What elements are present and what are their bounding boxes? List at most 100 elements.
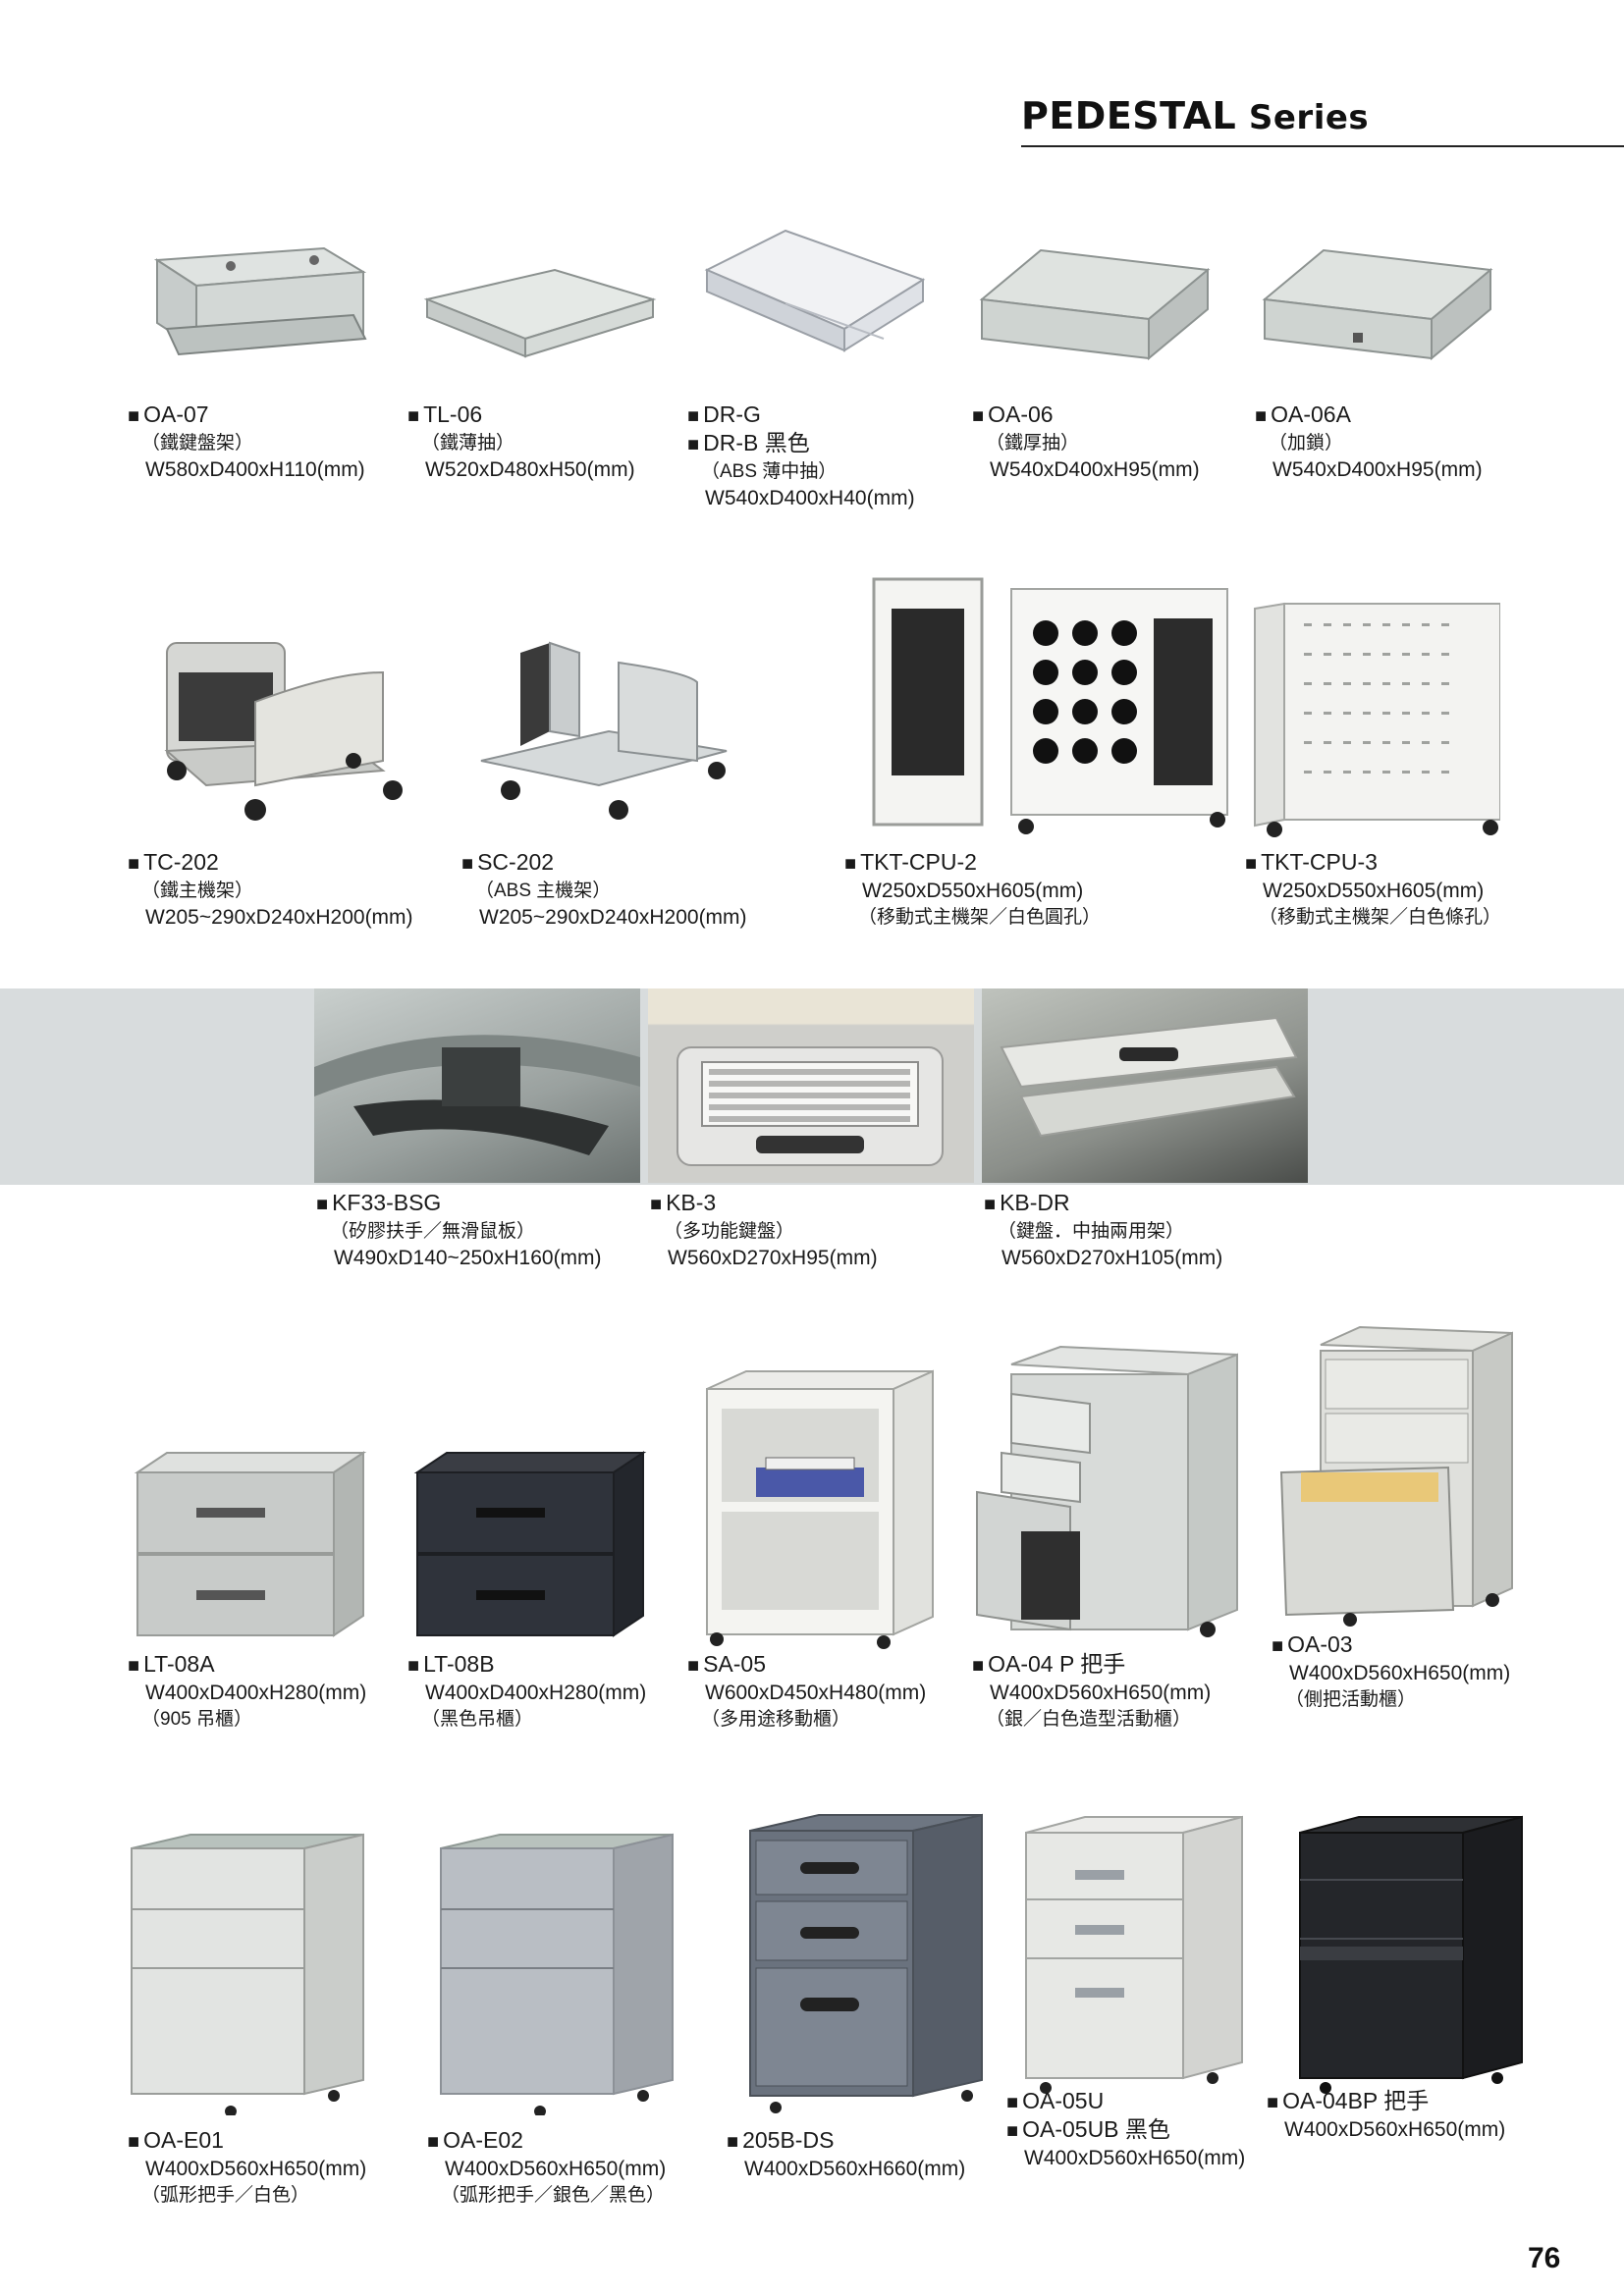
title-sub: Series — [1248, 98, 1370, 137]
product-label: LT-08B W400xD400xH280(mm) （黑色吊櫃） — [407, 1651, 646, 1733]
product-image — [480, 641, 728, 820]
product-label: OA-03 W400xD560xH650(mm) （側把活動櫃） — [1272, 1631, 1510, 1713]
product-size: W400xD560xH650(mm) — [1024, 2147, 1246, 2169]
page-title: PEDESTAL Series — [1021, 94, 1624, 137]
product-image — [872, 577, 1228, 834]
product-size: W540xD400xH95(mm) — [1272, 458, 1483, 481]
product-image — [413, 1451, 647, 1637]
product-label: TKT-CPU-2 W250xD550xH605(mm) （移動式主機架／白色圓… — [844, 849, 1101, 931]
product-image — [749, 1813, 983, 2113]
product-label: OA-06A （加鎖） W540xD400xH95(mm) — [1255, 401, 1483, 483]
product-desc: （ABS 主機架） — [475, 881, 612, 901]
product-code: DR-G — [687, 401, 915, 430]
product-code: 205B-DS — [727, 2127, 965, 2156]
product-code: OA-04BP 把手 — [1267, 2088, 1505, 2116]
product-image — [1299, 1815, 1523, 2094]
product-size: W250xD550xH605(mm) — [862, 880, 1084, 902]
product-label: KB-3 （多功能鍵盤） W560xD270xH95(mm) — [650, 1190, 878, 1271]
product-desc: （弧形把手／銀色／黑色） — [441, 2185, 666, 2206]
product-image — [704, 229, 926, 352]
product-code: KB-DR — [984, 1190, 1222, 1218]
product-size: W205~290xD240xH200(mm) — [479, 906, 747, 929]
product-code: OA-E02 — [427, 2127, 666, 2156]
product-code: OA-05U — [1006, 2088, 1245, 2116]
product-label: KB-DR （鍵盤．中抽兩用架） W560xD270xH105(mm) — [984, 1190, 1222, 1271]
product-desc: （鍵盤．中抽兩用架） — [998, 1221, 1185, 1242]
product-image — [1279, 1325, 1513, 1627]
product-size: W400xD400xH280(mm) — [425, 1682, 647, 1704]
product-label: TC-202 （鐵主機架） W205~290xD240xH200(mm) — [128, 849, 413, 931]
page-number: 76 — [1528, 2242, 1561, 2274]
product-image — [1262, 248, 1493, 361]
header-rule — [1021, 145, 1624, 147]
product-code: OA-06 — [972, 401, 1200, 430]
product-code: SC-202 — [461, 849, 747, 878]
product-image — [153, 246, 367, 356]
product-image — [677, 1046, 944, 1166]
product-desc: （銀／白色造型活動櫃） — [986, 1709, 1192, 1730]
product-desc: （矽膠扶手／無滑鼠板） — [330, 1221, 536, 1242]
product-code: OA-06A — [1255, 401, 1483, 430]
photo-kb-dr — [982, 988, 1308, 1183]
product-image — [314, 1035, 640, 1155]
product-size: W400xD560xH650(mm) — [1289, 1662, 1511, 1684]
product-size: W560xD270xH105(mm) — [1001, 1247, 1223, 1269]
product-size: W600xD450xH480(mm) — [705, 1682, 927, 1704]
product-code: OA-04 P 把手 — [972, 1651, 1211, 1680]
product-image — [164, 642, 403, 821]
product-image — [706, 1369, 934, 1649]
photo-kb-3 — [648, 988, 974, 1183]
product-image — [134, 1451, 367, 1637]
product-label: OA-E02 W400xD560xH650(mm) （弧形把手／銀色／黑色） — [427, 2127, 666, 2209]
product-code: LT-08B — [407, 1651, 646, 1680]
product-size: W205~290xD240xH200(mm) — [145, 906, 413, 929]
product-size: W400xD560xH650(mm) — [1284, 2118, 1506, 2141]
product-label: OA-05U OA-05UB 黑色 W400xD560xH650(mm) — [1006, 2088, 1245, 2171]
product-desc: （鐵主機架） — [141, 881, 254, 901]
product-image — [976, 1345, 1238, 1637]
product-size: W400xD560xH650(mm) — [145, 2158, 367, 2180]
product-desc: （鐵鍵盤架） — [141, 433, 254, 454]
product-desc: （多功能鍵盤） — [664, 1221, 795, 1242]
product-code: KB-3 — [650, 1190, 878, 1218]
product-code: OA-E01 — [128, 2127, 366, 2156]
product-image — [423, 268, 657, 358]
product-label: LT-08A W400xD400xH280(mm) （905 吊櫃） — [128, 1651, 366, 1733]
product-code: SA-05 — [687, 1651, 926, 1680]
product-label: TL-06 （鐵薄抽） W520xD480xH50(mm) — [407, 401, 635, 483]
product-size: W490xD140~250xH160(mm) — [334, 1247, 602, 1269]
product-code-alt: OA-05UB 黑色 — [1006, 2116, 1245, 2145]
product-label: TKT-CPU-3 W250xD550xH605(mm) （移動式主機架／白色條… — [1245, 849, 1501, 931]
product-code: TKT-CPU-3 — [1245, 849, 1501, 878]
product-size: W540xD400xH95(mm) — [990, 458, 1200, 481]
product-size: W400xD400xH280(mm) — [145, 1682, 367, 1704]
product-size: W520xD480xH50(mm) — [425, 458, 635, 481]
product-label: KF33-BSG （矽膠扶手／無滑鼠板） W490xD140~250xH160(… — [316, 1190, 602, 1271]
product-code: TKT-CPU-2 — [844, 849, 1101, 878]
page-header: PEDESTAL Series — [1021, 94, 1624, 149]
product-size: W250xD550xH605(mm) — [1263, 880, 1485, 902]
product-label: DR-G DR-B 黑色 （ABS 薄中抽） W540xD400xH40(mm) — [687, 401, 915, 511]
product-code: OA-07 — [128, 401, 365, 430]
product-desc: （鐵薄抽） — [421, 433, 515, 454]
product-label: OA-06 （鐵厚抽） W540xD400xH95(mm) — [972, 401, 1200, 483]
product-desc: （加鎖） — [1269, 433, 1344, 454]
product-code-alt: DR-B 黑色 — [687, 430, 915, 458]
product-code: LT-08A — [128, 1651, 366, 1680]
product-desc: （黑色吊櫃） — [421, 1709, 534, 1730]
product-desc: （側把活動櫃） — [1285, 1689, 1417, 1710]
product-desc: （905 吊櫃） — [141, 1709, 252, 1730]
product-label: SA-05 W600xD450xH480(mm) （多用途移動櫃） — [687, 1651, 926, 1733]
product-size: W400xD560xH660(mm) — [744, 2158, 966, 2180]
product-size: W540xD400xH40(mm) — [705, 487, 915, 509]
product-code: TL-06 — [407, 401, 635, 430]
product-desc: （移動式主機架／白色條孔） — [1259, 907, 1502, 928]
product-size: W560xD270xH95(mm) — [668, 1247, 878, 1269]
product-desc: （移動式主機架／白色圓孔） — [858, 907, 1102, 928]
product-desc: （弧形把手／白色） — [141, 2185, 310, 2206]
product-code: OA-03 — [1272, 1631, 1510, 1660]
product-image — [1000, 1016, 1298, 1138]
product-size: W400xD560xH650(mm) — [445, 2158, 667, 2180]
product-desc: （ABS 薄中抽） — [701, 461, 838, 482]
product-label: SC-202 （ABS 主機架） W205~290xD240xH200(mm) — [461, 849, 747, 931]
